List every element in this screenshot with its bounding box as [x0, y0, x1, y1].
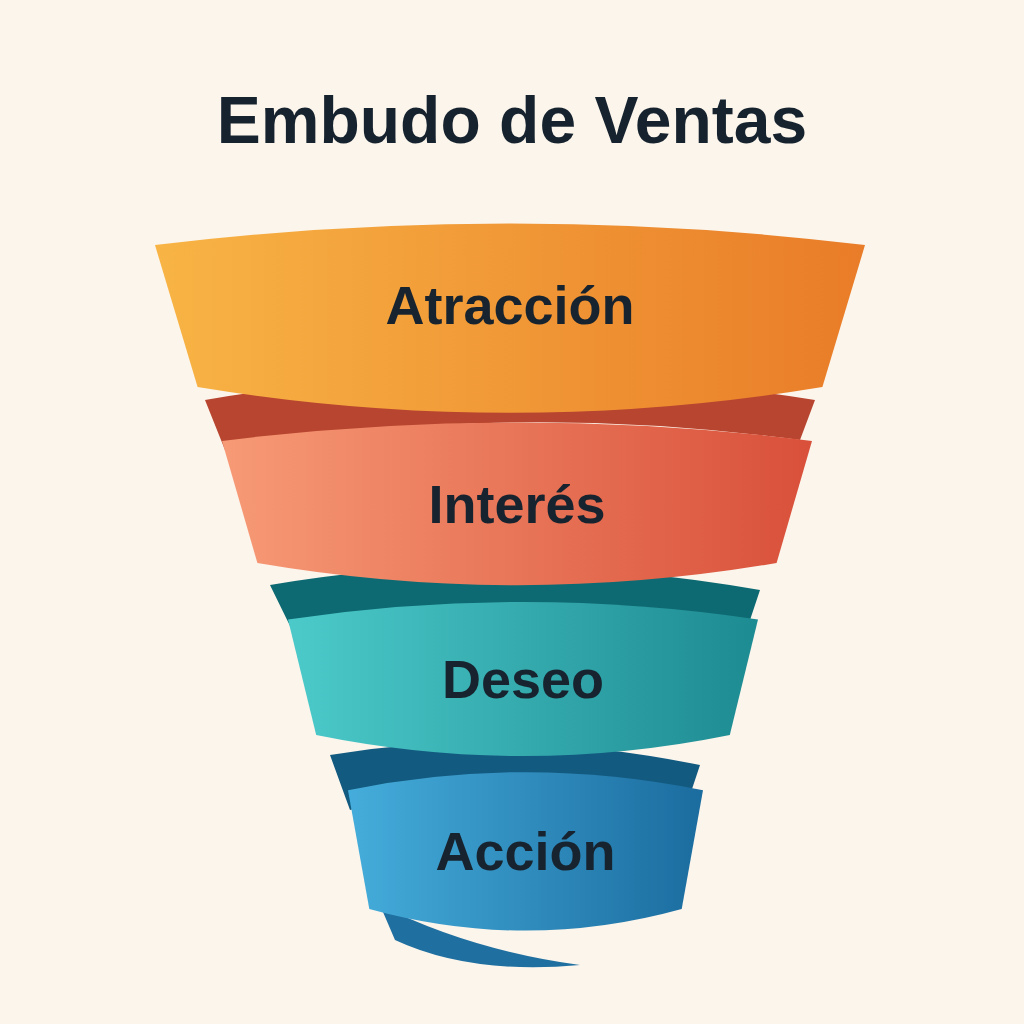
band-label: Atracción: [385, 274, 634, 336]
band-label: Interés: [428, 473, 605, 535]
funnel-band: Atracción: [155, 215, 865, 430]
band-label: Deseo: [442, 648, 604, 710]
band-label: Acción: [435, 820, 615, 882]
diagram-title: Embudo de Ventas: [0, 82, 1024, 158]
funnel-band: Interés: [222, 415, 812, 600]
funnel-band: Acción: [348, 765, 703, 945]
funnel-band: Deseo: [288, 595, 758, 770]
